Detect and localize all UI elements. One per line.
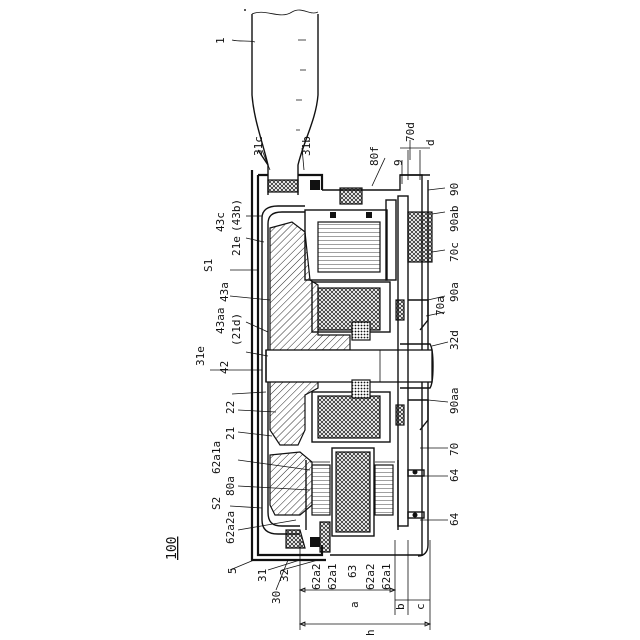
label-32d: 32d: [448, 330, 461, 350]
dimension-h: h: [364, 629, 377, 636]
label-62a2-right: 62a2: [364, 564, 377, 591]
label-80f: 80f: [368, 146, 381, 166]
label-30: 30: [270, 591, 283, 604]
figure-number: 100: [165, 537, 180, 560]
label-62a2-left: 62a2: [310, 564, 323, 591]
label-90aa: 90aa: [448, 388, 461, 415]
label-80a: 80a: [224, 476, 237, 496]
label-22: 22: [224, 401, 237, 414]
label-62a2a: 62a2a: [224, 511, 237, 544]
label-64-upper: 64: [448, 468, 461, 482]
label-1: 1: [214, 37, 227, 44]
pipe-part: [244, 10, 318, 195]
label-d: d: [424, 139, 437, 146]
label-90: 90: [448, 183, 461, 196]
dimension-c: c: [414, 603, 427, 610]
label-5: 5: [226, 567, 239, 574]
label-62a1-right: 62a1: [380, 564, 393, 591]
label-70a: 70a: [434, 296, 447, 316]
label-62a1a: 62a1a: [210, 441, 223, 474]
label-S1: S1: [202, 259, 215, 272]
label-31c: 31c: [252, 136, 265, 156]
label-S2: S2: [210, 497, 223, 510]
label-43a: 43a: [218, 282, 231, 302]
label-31: 31: [256, 569, 269, 582]
label-70c: 70c: [448, 242, 461, 262]
dimension-b: b: [394, 603, 407, 610]
label-70: 70: [448, 443, 461, 456]
label-43c: 43c: [214, 212, 227, 232]
label-43b: (43b): [230, 199, 243, 232]
label-70d: 70d: [404, 122, 417, 142]
label-90ab: 90ab: [448, 206, 461, 233]
label-42: 42: [218, 361, 231, 374]
label-64-lower: 64: [448, 512, 461, 526]
label-31b: 31b: [300, 136, 313, 156]
label-90a: 90a: [448, 282, 461, 302]
label-21: 21: [224, 427, 237, 440]
label-9: 9: [392, 159, 405, 166]
dimension-a: a: [348, 601, 361, 608]
label-21d: (21d): [230, 313, 243, 346]
label-63: 63: [346, 565, 359, 578]
label-31e: 31e: [194, 346, 207, 366]
stator-coil-upper: [305, 188, 396, 280]
label-62a1-left: 62a1: [326, 564, 339, 591]
label-32: 32: [278, 569, 291, 582]
label-43aa: 43aa: [214, 308, 227, 335]
label-21e: 21e: [230, 236, 243, 256]
